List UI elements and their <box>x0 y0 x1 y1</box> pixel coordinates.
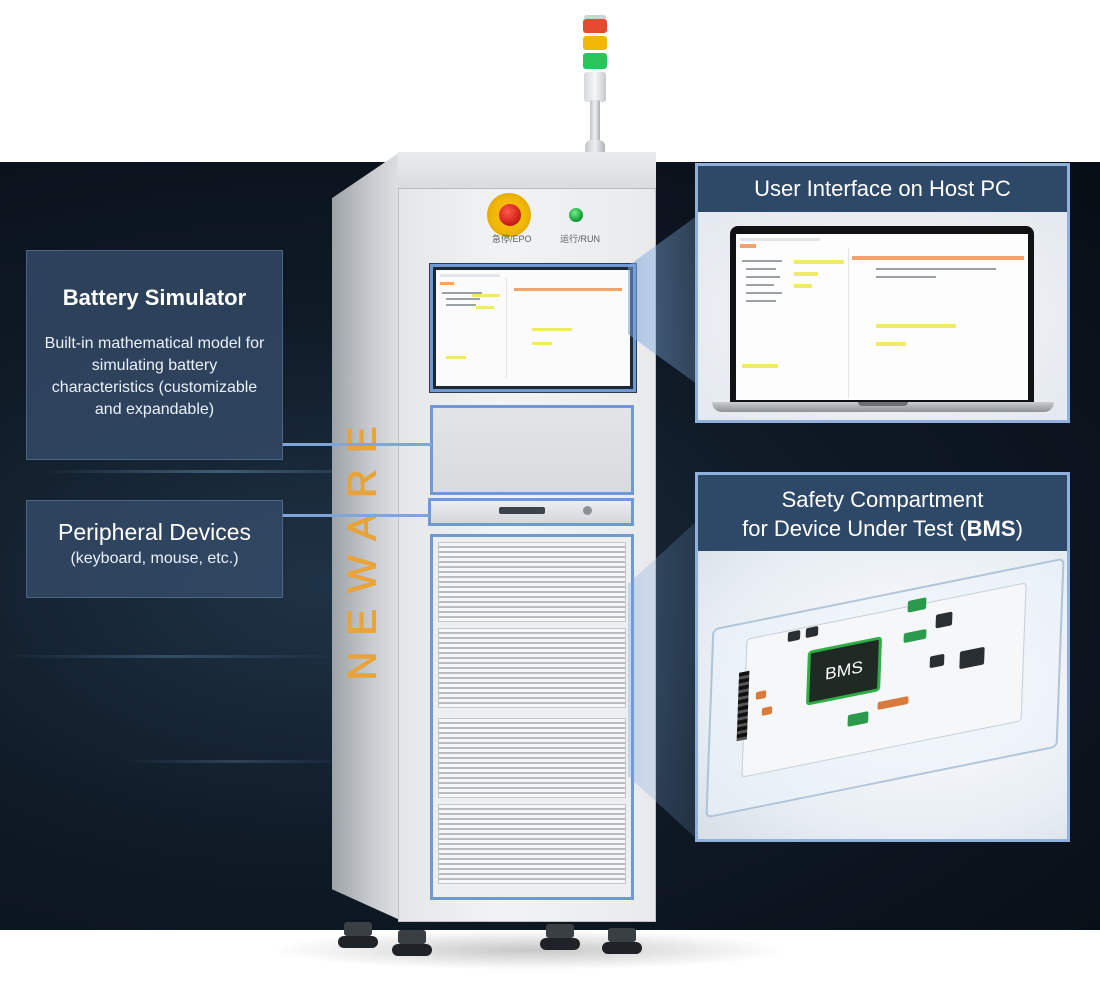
ui-highlight <box>794 284 812 288</box>
battery-simulator-connector <box>282 443 432 446</box>
bms-board-illustration: BMS <box>698 551 1067 839</box>
caster-foot <box>602 928 642 958</box>
safety-title-bms: BMS <box>966 516 1016 541</box>
ui-tree-item <box>746 300 776 302</box>
ui-selected-row <box>852 256 1024 260</box>
vent-grille <box>439 805 625 883</box>
signal-tower-pole <box>590 100 600 162</box>
safety-compartment-header: Safety Compartment for Device Under Test… <box>698 475 1067 551</box>
emergency-stop-button[interactable] <box>499 204 521 226</box>
laptop-base <box>712 402 1054 412</box>
laptop-bezel <box>730 226 1034 406</box>
drawer-lock-icon <box>583 506 592 515</box>
ui-tab-active <box>740 244 756 248</box>
vent-grille <box>439 543 625 621</box>
caster-foot <box>338 922 378 952</box>
screen-tree-item <box>446 298 480 300</box>
ui-tree-item <box>746 292 782 294</box>
bms-chip-label: BMS <box>824 657 864 684</box>
caster-foot <box>540 924 580 954</box>
peripheral-connector <box>282 514 430 517</box>
screen-tree-item <box>442 292 482 294</box>
caster-foot <box>392 930 432 960</box>
ui-highlight <box>794 272 818 276</box>
screen-toolbar <box>440 274 500 277</box>
ui-divider <box>848 248 849 398</box>
screen-divider <box>506 278 507 378</box>
ui-highlight <box>876 342 906 346</box>
peripheral-devices-callout: Peripheral Devices (keyboard, mouse, etc… <box>26 500 283 598</box>
vent-grille <box>439 629 625 707</box>
light-streak <box>40 470 400 473</box>
laptop-notch <box>858 402 908 406</box>
brand-logo: NEWARE <box>340 330 385 760</box>
brand-logo-text: NEWARE <box>340 409 385 681</box>
laptop-screen <box>736 234 1028 400</box>
screen-highlight <box>532 342 552 345</box>
signal-tower-yellow-lamp <box>583 36 607 50</box>
screen-tab-active <box>440 282 454 285</box>
ui-highlight <box>876 324 956 328</box>
safety-title-suffix: ) <box>1015 516 1023 541</box>
screen-highlight <box>472 294 500 297</box>
screen-highlight <box>476 306 494 309</box>
safety-compartment-frame: Safety Compartment for Device Under Test… <box>695 472 1070 842</box>
vent-grille <box>439 719 625 797</box>
ui-text-line <box>876 276 936 278</box>
peripheral-devices-title: Peripheral Devices <box>57 519 252 545</box>
battery-simulator-description: Built-in mathematical model for simulati… <box>44 335 265 418</box>
safety-compartment-vents <box>430 534 634 900</box>
run-indicator-lamp <box>569 208 583 222</box>
ui-highlight <box>742 364 778 368</box>
run-label: 运行/RUN <box>560 234 600 244</box>
signal-tower-green-lamp <box>583 53 607 69</box>
peripheral-drawer[interactable] <box>428 498 634 526</box>
laptop-illustration <box>698 212 1067 420</box>
battery-simulator-callout: Battery Simulator Built-in mathematical … <box>26 250 283 460</box>
screen-highlight <box>446 356 466 359</box>
ui-tree-item <box>746 284 774 286</box>
peripheral-devices-description: (keyboard, mouse, etc.) <box>70 550 239 567</box>
cabinet-side-panel <box>332 152 400 920</box>
safety-title-prefix: for Device Under Test ( <box>742 516 967 541</box>
light-streak <box>0 655 340 658</box>
signal-tower-base <box>584 72 606 102</box>
ui-tree-item <box>746 268 776 270</box>
user-interface-title: User Interface on Host PC <box>698 166 1067 212</box>
ui-highlight <box>794 260 844 264</box>
signal-tower-red-lamp <box>583 19 607 33</box>
cabinet-monitor-screen <box>436 270 630 386</box>
epo-label: 急停/EPO <box>492 234 532 244</box>
safety-compartment-title-line1: Safety Compartment <box>781 487 984 512</box>
user-interface-frame: User Interface on Host PC <box>695 163 1070 423</box>
drawer-handle[interactable] <box>499 507 545 514</box>
screen-highlight <box>532 328 572 331</box>
ui-tree-item <box>746 276 780 278</box>
light-streak <box>120 760 350 763</box>
safety-compartment-title-line2: for Device Under Test (BMS) <box>698 514 1067 543</box>
signal-tower-cap <box>584 15 606 20</box>
ui-tree-item <box>742 260 782 262</box>
battery-simulator-title: Battery Simulator <box>62 285 247 310</box>
cabinet-monitor <box>430 264 636 392</box>
screen-selected-row <box>514 288 622 291</box>
ui-toolbar <box>740 238 820 241</box>
battery-simulator-panel <box>430 405 634 495</box>
ui-text-line <box>876 268 996 270</box>
screen-tree-item <box>446 304 476 306</box>
cabinet-top-panel <box>398 152 656 189</box>
